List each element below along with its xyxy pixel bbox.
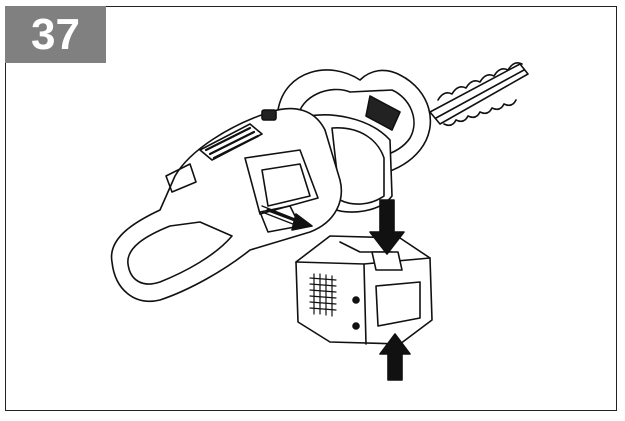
arrow-out-icon xyxy=(261,205,313,231)
arrow-up-icon xyxy=(379,333,411,381)
hedge-trimmer-icon xyxy=(110,62,529,302)
step-badge: 37 xyxy=(5,6,106,63)
step-number: 37 xyxy=(31,10,80,59)
arrow-down-icon xyxy=(369,199,405,255)
battery-pack-icon xyxy=(295,235,433,345)
